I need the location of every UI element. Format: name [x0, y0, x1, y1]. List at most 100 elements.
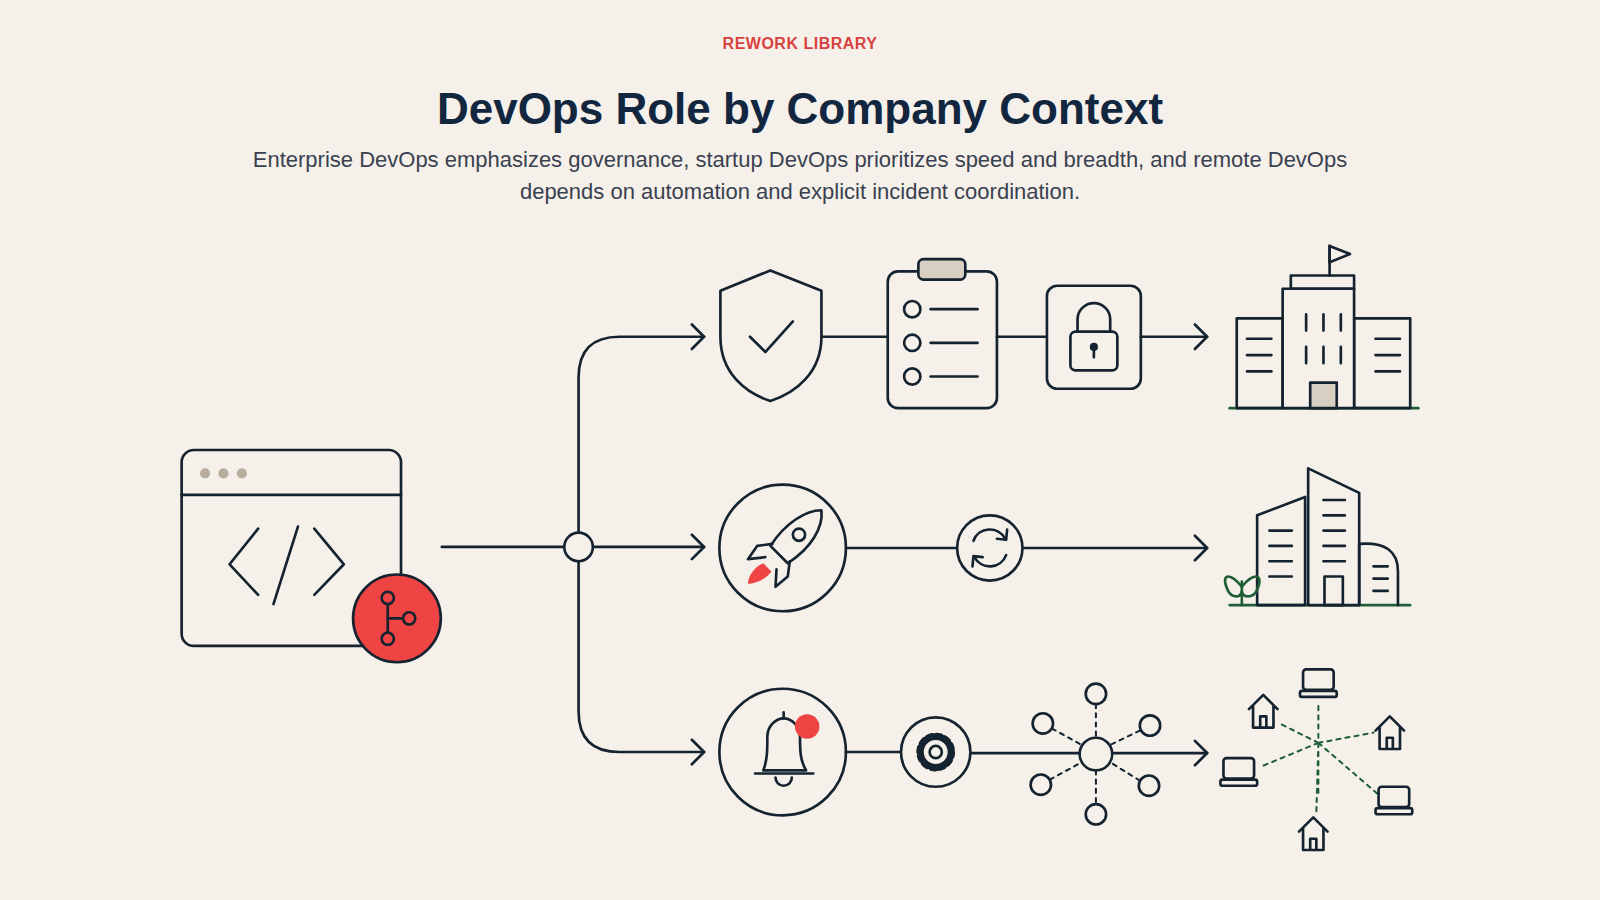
gear-icon-part — [930, 746, 942, 758]
code-window-part — [218, 468, 228, 478]
checklist-icon-part — [918, 259, 965, 279]
startup-building-part — [1323, 500, 1344, 561]
branch-lines-part — [692, 740, 704, 764]
shield-icon-part — [750, 321, 793, 352]
lock-icon-part — [1078, 303, 1111, 332]
code-window-part — [237, 468, 247, 478]
startup-building-part — [1308, 468, 1359, 605]
branch-lines-part — [593, 546, 704, 549]
alert-bell-icon-part — [795, 714, 819, 738]
enterprise-building-part — [1306, 314, 1341, 363]
network-hub-icon-part — [1080, 738, 1113, 771]
remote-team-network-part — [1249, 695, 1278, 728]
flow-line — [846, 751, 902, 754]
alert-bell-icon — [719, 689, 846, 816]
rocket-icon-part — [770, 510, 821, 563]
rocket-icon-part — [748, 544, 772, 559]
arrowhead — [1195, 741, 1207, 765]
enterprise-building-part — [1330, 246, 1350, 262]
network-hub-icon-part — [1086, 684, 1106, 704]
code-window-part — [273, 527, 297, 605]
remote-team-network-part — [1259, 706, 1377, 814]
code-window-part — [200, 468, 210, 478]
enterprise-building-part — [1310, 383, 1337, 409]
network-hub-icon-part — [1031, 774, 1051, 794]
gear-icon-part — [919, 736, 952, 769]
shield-icon-part — [720, 270, 821, 401]
lock-icon — [1047, 286, 1141, 389]
branch-lines-part — [579, 337, 705, 533]
network-hub-icon-part — [1086, 804, 1106, 824]
arrowhead — [1195, 536, 1207, 560]
remote-team-network-part — [1220, 758, 1257, 786]
lock-icon-part — [1070, 332, 1117, 371]
enterprise-building-part — [1237, 318, 1283, 408]
branch-lines-part — [692, 535, 704, 559]
checklist-icon-part — [904, 368, 920, 384]
rocket-icon — [719, 485, 846, 612]
alert-bell-icon-part — [719, 689, 846, 816]
git-branch-badge — [353, 574, 441, 662]
network-hub-icon-part — [1139, 776, 1159, 796]
branch-lines-part — [579, 561, 705, 752]
startup-building-part — [1373, 566, 1387, 590]
startup-building-part — [1269, 531, 1291, 577]
gear-icon — [901, 717, 970, 786]
network-hub-icon-part — [1050, 704, 1140, 804]
branch-lines — [442, 324, 704, 764]
flow-line — [1141, 335, 1207, 338]
rocket-icon-part — [776, 561, 790, 587]
checklist-icon-part — [904, 301, 920, 317]
lock-icon-part — [1093, 349, 1096, 357]
startup-building-part — [1225, 577, 1242, 597]
git-branch-badge-part — [382, 592, 394, 604]
rocket-icon-part — [719, 485, 846, 612]
refresh-icon-part — [957, 515, 1022, 580]
branch-lines-part — [442, 546, 564, 549]
network-hub-icon-part — [1140, 715, 1160, 735]
gear-icon-part — [922, 739, 949, 766]
enterprise-building-part — [1283, 289, 1354, 408]
code-window-part — [230, 529, 259, 595]
network-hub-icon — [1031, 684, 1161, 825]
flow-line — [997, 335, 1047, 338]
flow-line — [821, 335, 887, 338]
rocket-icon-part — [793, 529, 805, 541]
startup-building-part — [1257, 497, 1305, 605]
startup-building-part — [1359, 544, 1398, 606]
refresh-icon-part — [997, 530, 1007, 540]
git-branch-badge-part — [403, 612, 415, 624]
checklist-icon-part — [931, 308, 978, 311]
checklist-icon-part — [888, 271, 997, 408]
checklist-icon-part — [931, 375, 978, 378]
shield-icon — [720, 270, 821, 401]
remote-team-network-part — [1376, 787, 1413, 815]
remote-team-network — [1220, 669, 1412, 850]
flow-line — [846, 547, 957, 550]
refresh-icon — [957, 515, 1022, 580]
page-caption: Enterprise DevOps emphasizes governance,… — [235, 144, 1365, 208]
branch-lines-part — [692, 324, 704, 348]
checklist-icon — [888, 259, 997, 408]
page-title: DevOps Role by Company Context — [50, 80, 1550, 138]
branch-lines-part — [564, 533, 593, 562]
flow-line — [1023, 547, 1207, 550]
alert-bell-icon-part — [755, 772, 813, 775]
checklist-icon-part — [904, 335, 920, 351]
code-window-part — [314, 529, 344, 595]
git-branch-badge-part — [353, 574, 441, 662]
arrowhead — [1195, 324, 1207, 348]
startup-building-part — [1242, 577, 1260, 597]
git-branch-badge-part — [382, 633, 394, 645]
git-branch-badge-part — [388, 617, 403, 620]
kicker-label: REWORK LIBRARY — [500, 34, 1100, 54]
checklist-icon-part — [931, 342, 978, 345]
startup-building — [1225, 468, 1410, 605]
remote-team-network-part — [1299, 817, 1328, 850]
refresh-icon-part — [972, 556, 982, 566]
alert-bell-icon-part — [776, 778, 792, 786]
remote-team-network-part — [1300, 669, 1337, 697]
enterprise-building-part — [1291, 276, 1354, 289]
page-caption-wrap: Enterprise DevOps emphasizes governance,… — [0, 144, 1600, 208]
